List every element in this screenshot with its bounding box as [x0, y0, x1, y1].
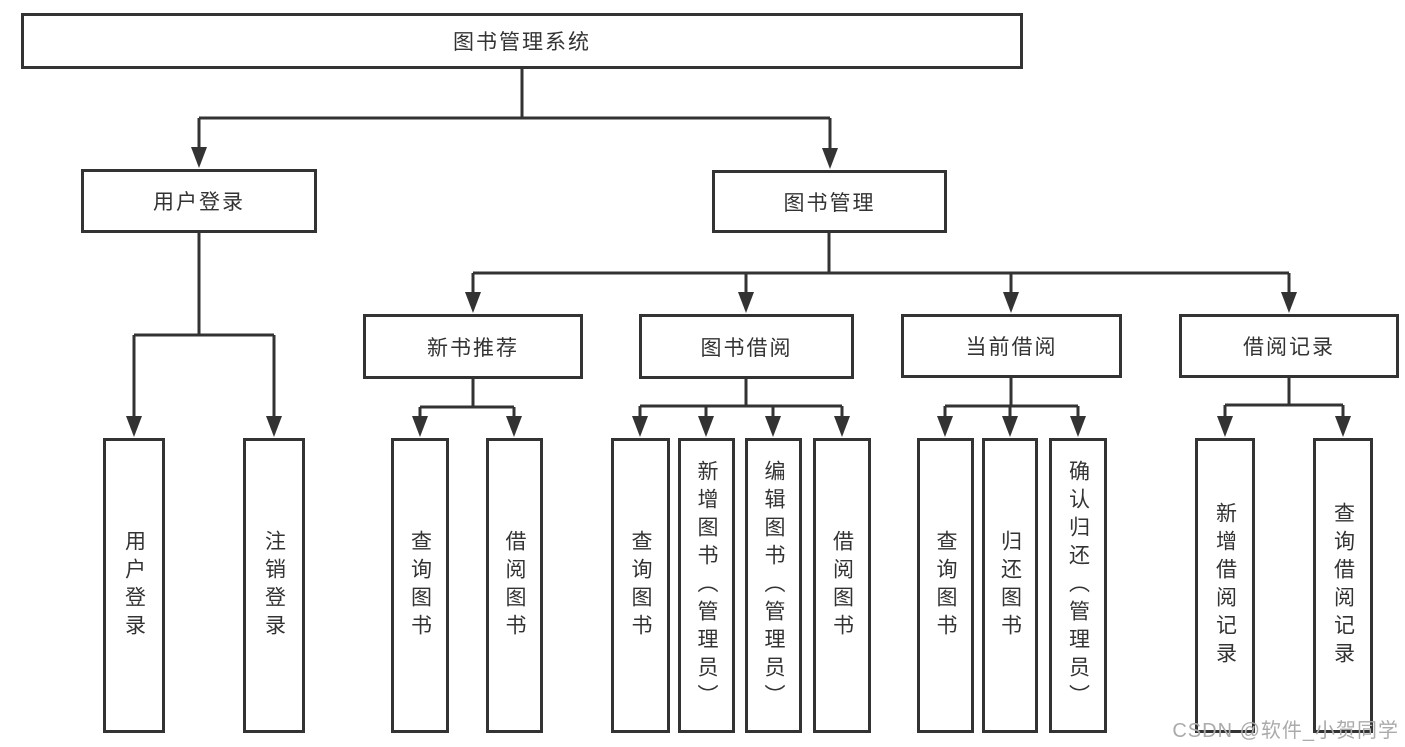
node-user-login: 用户登录 [81, 169, 317, 233]
watermark: CSDN @软件_小贺同学 [1172, 720, 1399, 742]
leaf-add-books-admin: 新增图书（管理员） [678, 438, 735, 733]
leaf-user-login: 用户登录 [103, 438, 165, 733]
leaf-borrow-books: 借阅图书 [813, 438, 871, 733]
node-new-book-recommend: 新书推荐 [363, 314, 583, 379]
leaf-edit-books-admin: 编辑图书（管理员） [745, 438, 802, 733]
leaf-query-borrow-record: 查询借阅记录 [1313, 438, 1373, 733]
leaf-logout-login: 注销登录 [243, 438, 305, 733]
node-current-borrow: 当前借阅 [901, 314, 1122, 378]
leaf-query-books-current: 查询图书 [917, 438, 974, 733]
node-book-borrow: 图书借阅 [639, 314, 854, 379]
leaf-borrow-books-recommend: 借阅图书 [486, 438, 543, 733]
leaf-confirm-return-admin: 确认归还（管理员） [1049, 438, 1107, 733]
leaf-query-books-borrow: 查询图书 [611, 438, 670, 733]
node-borrow-records: 借阅记录 [1179, 314, 1399, 378]
leaf-return-books: 归还图书 [982, 438, 1038, 733]
leaf-add-borrow-record: 新增借阅记录 [1195, 438, 1255, 733]
leaf-query-books-recommend: 查询图书 [391, 438, 449, 733]
node-book-management: 图书管理 [712, 170, 947, 233]
node-root-system: 图书管理系统 [21, 13, 1023, 69]
